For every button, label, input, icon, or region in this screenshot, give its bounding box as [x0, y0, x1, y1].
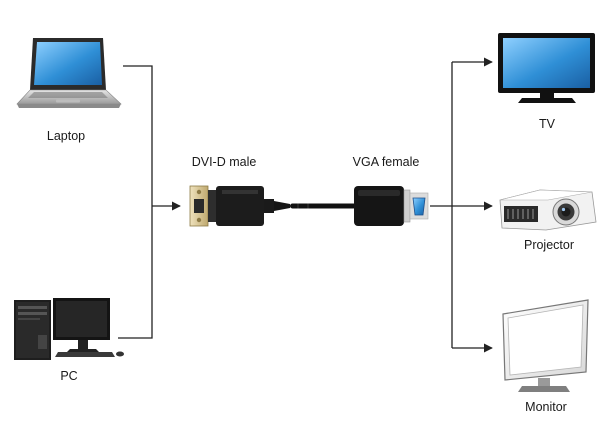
dvi-d-male-connector-icon	[189, 185, 290, 227]
vga-female-label: VGA female	[353, 155, 420, 169]
projector-label: Projector	[524, 238, 574, 252]
projector-icon	[499, 189, 597, 231]
tv-icon	[498, 33, 595, 103]
laptop-connection-line	[123, 65, 153, 206]
laptop-label: Laptop	[47, 129, 85, 143]
pc-label: PC	[60, 369, 77, 383]
desktop-pc-icon	[14, 298, 124, 360]
tv-label: TV	[539, 117, 556, 131]
vga-female-connector-icon	[354, 186, 429, 226]
dvi-d-male-label: DVI-D male	[192, 155, 257, 169]
adapter-cable	[290, 203, 356, 209]
laptop-icon	[16, 38, 122, 108]
monitor-label: Monitor	[525, 400, 567, 414]
pc-connection-line	[118, 206, 153, 339]
connection-lines	[118, 57, 493, 353]
monitor-icon	[502, 299, 589, 392]
